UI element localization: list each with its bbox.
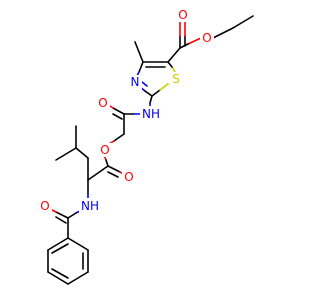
bond-c4-methyl [134, 41, 144, 63]
bond-c2-nh [149, 95, 153, 104]
bond-amide-co-a [112, 107, 125, 115]
bond-c4-n3 [138, 61, 144, 73]
bond-n3-c2-double-blue [141, 81, 148, 87]
atom-o-benzamide-carbonyl: O [40, 199, 49, 213]
bond-s1-c5 [167, 61, 173, 68]
atom-nh-amide: NH [142, 107, 160, 121]
atom-nh-benzamide: NH [81, 199, 99, 213]
bond-o-esterC [105, 159, 109, 167]
atom-o-amide-carbonyl: O [98, 96, 107, 110]
bond-oethyl-c2 [179, 43, 189, 49]
bond-c2-s1 [151, 89, 161, 97]
atom-label-layer: O O S N NH O O O NH O [38, 8, 214, 213]
bond-ring-4-double [51, 268, 69, 279]
atom-o-ester-carbonyl: O [178, 8, 187, 22]
bond-ring-3 [67, 271, 89, 285]
atom-s-thiazole: S [172, 72, 180, 86]
bond-lcarbonyl-a [107, 165, 121, 173]
bond-lcarbonyl-b [107, 171, 119, 178]
bond-esterC-alpha [87, 165, 109, 181]
bond-ch2-ch [75, 147, 89, 159]
bond-ethyl-ch3 [232, 15, 254, 29]
bond-ethyl-ch2 [212, 27, 234, 39]
atom-o-ethoxy: O [202, 31, 211, 45]
chemical-structure-diagram: O O S N NH O O O NH O [38, 8, 254, 285]
bond-ring-1 [67, 237, 89, 251]
atom-o-glycolate-ester: O [100, 143, 109, 157]
bond-bz-co-b [55, 216, 67, 224]
bond-ester-c5 [167, 47, 181, 63]
bond-nh-bzC [67, 212, 77, 219]
bond-ch-me2 [55, 147, 77, 161]
bond-layer [47, 15, 254, 285]
atom-o-leucine-carbonyl: O [124, 170, 133, 184]
atom-n-thiazole: N [131, 75, 140, 89]
bond-ch2-o [113, 133, 125, 142]
bond-ring-6 [47, 237, 69, 251]
bond-oethyl-c [187, 37, 202, 45]
bond-ring-4 [47, 271, 69, 285]
bond-bz-co-a [55, 211, 69, 219]
bond-s1-c5-yel [171, 66, 176, 73]
structure-canvas: O O S N NH O O O NH O [38, 8, 254, 285]
bond-n3-c2 [144, 90, 153, 97]
bond-amide-co-b [112, 113, 123, 120]
bond-ring-6-double [51, 243, 69, 254]
bond-c2-s1-yel [159, 83, 169, 91]
